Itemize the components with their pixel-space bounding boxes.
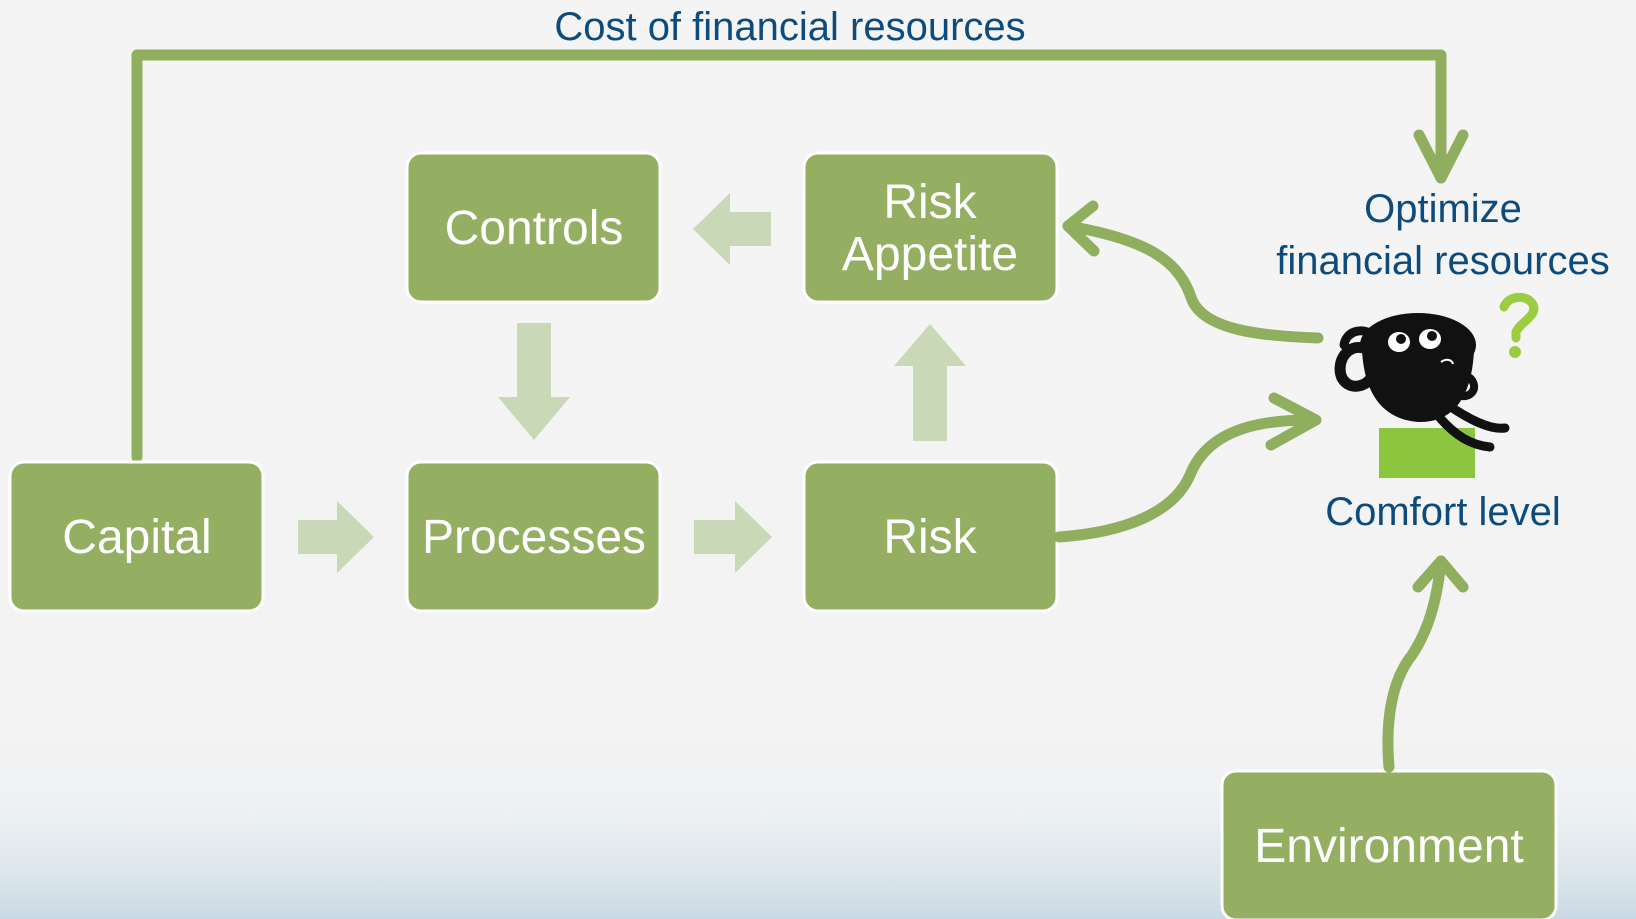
risk-label: Risk: [883, 511, 977, 564]
arrow-riskappetite-to-controls: [693, 193, 771, 265]
controls-label: Controls: [445, 202, 624, 255]
comfort-level-label: Comfort level: [1325, 490, 1561, 534]
risk-appetite-box: Risk Appetite: [802, 151, 1059, 304]
risk-to-comfort-connector: [1053, 392, 1322, 543]
arrow-controls-to-processes: [498, 323, 570, 440]
environment-to-comfort-connector: [1382, 555, 1469, 773]
comfort-to-risk-appetite-connector: [1062, 200, 1324, 344]
thinking-figure-icon: [1334, 292, 1539, 478]
arrow-capital-to-processes: [298, 501, 374, 573]
controls-box: Controls: [405, 151, 662, 304]
risk-appetite-label-line2: Appetite: [842, 228, 1018, 281]
risk-box: Risk: [802, 460, 1059, 613]
processes-label: Processes: [422, 511, 646, 564]
arrow-processes-to-risk: [694, 501, 772, 573]
capital-box: Capital: [8, 460, 265, 613]
environment-label: Environment: [1254, 820, 1523, 873]
risk-appetite-label-line1: Risk: [883, 176, 977, 229]
cost-connector: [131, 49, 1469, 463]
capital-label: Capital: [62, 511, 211, 564]
optimize-label-line1: Optimize: [1364, 187, 1522, 231]
cost-label: Cost of financial resources: [554, 5, 1025, 49]
environment-box: Environment: [1220, 769, 1558, 919]
arrow-risk-to-riskappetite: [894, 324, 966, 441]
processes-box: Processes: [405, 460, 662, 613]
optimize-label-line2: financial resources: [1276, 239, 1610, 283]
